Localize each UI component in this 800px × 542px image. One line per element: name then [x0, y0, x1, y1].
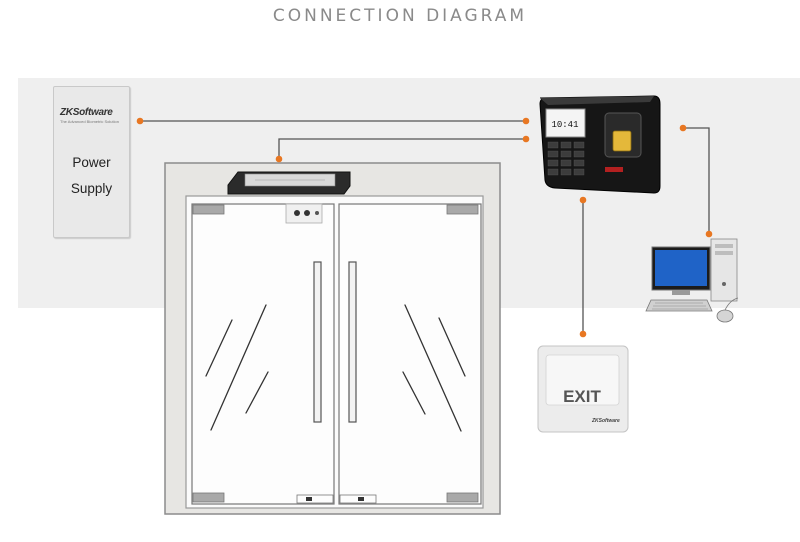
wire-terminal-pc	[683, 127, 710, 234]
fingerprint-terminal: 10:41	[539, 95, 661, 194]
floor-latch-left-bolt	[306, 497, 312, 501]
psu-label-line1: Power	[72, 155, 111, 170]
pc-monitor-screen	[655, 250, 707, 286]
wire-lock-terminal	[278, 138, 526, 159]
terminal-screen-time: 10:41	[551, 120, 578, 130]
wiring	[140, 120, 710, 334]
left-door-leaf	[191, 203, 335, 505]
fingerprint-window	[612, 130, 632, 152]
pc-mouse	[716, 309, 734, 323]
power-supply-box: ZKSoftware The Advanced Biometric Soluti…	[53, 86, 130, 238]
psu-label-line2: Supply	[70, 181, 113, 196]
lock-armature-plate	[285, 203, 323, 224]
hinge-top-right	[446, 204, 479, 215]
terminal-keypad	[547, 141, 585, 176]
exit-button-label: EXIT	[563, 387, 601, 406]
glass-reflections	[205, 304, 466, 432]
computer	[645, 238, 739, 323]
terminal-screen	[545, 108, 586, 138]
floor-latch-right-bolt	[358, 497, 364, 501]
psu-tagline: The Advanced Biometric Solution	[60, 119, 119, 124]
exit-button-brand: ZKSoftware	[592, 418, 620, 424]
wire-nodes	[136, 117, 713, 338]
floor-latch-left	[296, 494, 334, 504]
left-door-handle	[313, 261, 322, 423]
terminal-brand-strip	[605, 167, 623, 172]
magnetic-lock	[227, 171, 351, 224]
pc-tower	[710, 238, 738, 302]
hinge-top-left	[192, 204, 225, 215]
right-door-handle	[348, 261, 357, 423]
diagram-title: CONNECTION DIAGRAM	[272, 6, 528, 26]
hinge-bottom-right	[446, 492, 479, 503]
glass-door	[164, 162, 501, 515]
floor-latch-right	[339, 494, 377, 504]
exit-button-device: EXIT	[537, 345, 629, 433]
hinge-bottom-left	[192, 492, 225, 503]
pc-keyboard	[645, 299, 713, 312]
right-door-leaf	[338, 203, 482, 505]
psu-brand-logo: ZKSoftware	[60, 107, 113, 118]
